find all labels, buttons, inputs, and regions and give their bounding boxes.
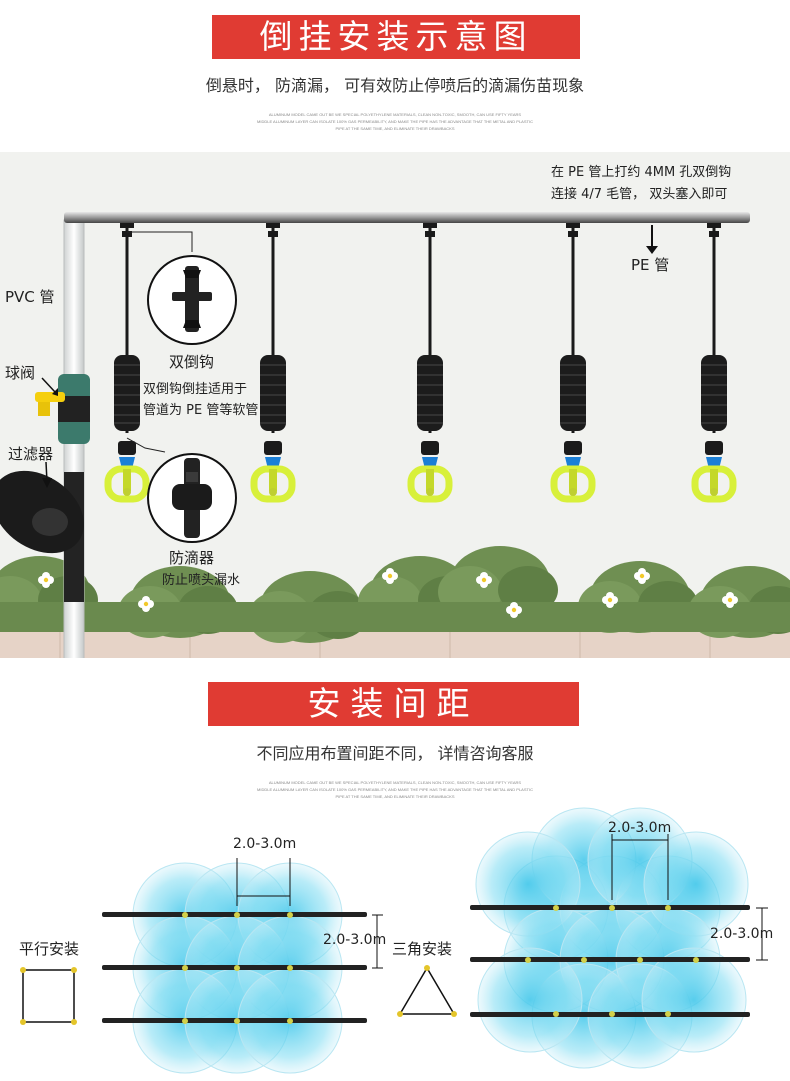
vertical-spacing-label: 2.0-3.0m [323,932,387,948]
horizontal-spacing-label: 2.0-3.0m [233,836,297,852]
spacing-diagrams [20,807,768,1074]
pe-note: 在 PE 管上打约 4MM 孔双倒钩 连接 4/7 毛管， 双头塞入即可 [551,162,731,206]
fine-print: ALUMINUM MODEL CAME OUT BE WE SPECIAL PO… [0,111,790,132]
drip-stopper-title: 防滴器 [169,549,215,567]
pe-note-line: 在 PE 管上打约 4MM 孔双倒钩 [551,165,732,180]
double-barb-desc: 双倒钩倒挂适用于 [143,382,248,397]
fine-print-line: PIPE AT THE SAME TIME, AND ELIMINATE THE… [335,794,455,799]
fine-print-line: MIDDLE ALUMINUM LAYER CAN ISOLATE 100% G… [257,119,533,124]
double-barb-desc: 管道为 PE 管等软管 [143,403,259,418]
pe-pipe-label: PE 管 [631,256,670,274]
fine-print-line: PIPE AT THE SAME TIME, AND ELIMINATE THE… [335,126,455,131]
section-title-banner: 安装间距 [208,682,579,726]
hanging-install-diagram: 在 PE 管上打约 4MM 孔双倒钩 连接 4/7 毛管， 双头塞入即可 PE … [0,152,790,658]
diagram-illustration [0,212,790,658]
fine-print-line: ALUMINUM MODEL CAME OUT BE WE SPECIAL PO… [268,112,522,117]
ball-valve-label: 球阀 [5,364,36,382]
vertical-spacing-label: 2.0-3.0m [710,926,774,942]
triangle-install-label: 三角安装 [392,940,453,958]
section-subtitle: 倒悬时， 防滴漏， 可有效防止停喷后的滴漏伤苗现象 [205,76,585,95]
parallel-layout-icon [20,967,77,1025]
fine-print-line: MIDDLE ALUMINUM LAYER CAN ISOLATE 100% G… [257,787,533,792]
fine-print-line: ALUMINUM MODEL CAME OUT BE WE SPECIAL PO… [268,780,522,785]
fine-print: ALUMINUM MODEL CAME OUT BE WE SPECIAL PO… [0,779,790,800]
filter-label: 过滤器 [8,445,54,463]
section-title: 倒挂安装示意图 [259,17,533,56]
section-subtitle: 不同应用布置间距不同， 详情咨询客服 [256,744,534,763]
section-title: 安装间距 [307,684,480,723]
parallel-install-label: 平行安装 [19,940,80,958]
drip-stopper-desc: 防止喷头漏水 [162,573,241,588]
pvc-pipe-label: PVC 管 [5,288,55,306]
double-barb-title: 双倒钩 [169,353,215,371]
section-title-banner: 倒挂安装示意图 [212,15,580,59]
triangle-layout-icon [397,965,457,1017]
pe-note-line: 连接 4/7 毛管， 双头塞入即可 [551,187,728,202]
horizontal-spacing-label: 2.0-3.0m [608,820,672,836]
